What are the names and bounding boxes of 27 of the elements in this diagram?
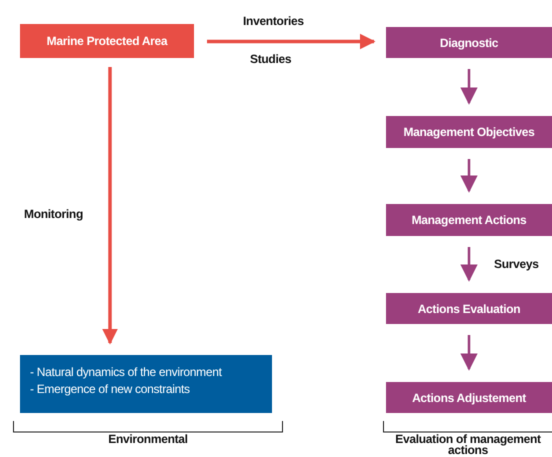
- arrow: [102, 67, 118, 345]
- edge-label: Inventories: [243, 14, 304, 28]
- box-text: Management Objectives: [403, 125, 535, 139]
- process-box: [386, 27, 552, 58]
- process-box: [386, 116, 552, 148]
- edge-label: Monitoring: [24, 207, 83, 221]
- arrow: [460, 335, 478, 371]
- arrow: [460, 247, 478, 282]
- note-text: Studies: [250, 52, 292, 66]
- box-text: Actions Adjustement: [412, 390, 526, 404]
- arrow: [460, 69, 478, 105]
- box-text: Management Actions: [412, 213, 526, 227]
- box-text: Actions Evaluation: [418, 302, 520, 316]
- box-text: Diagnostic: [440, 36, 498, 50]
- process-box: [386, 382, 552, 413]
- arrow: [460, 159, 478, 193]
- process-box: [20, 355, 272, 413]
- box-text: - Natural dynamics of the environment: [30, 364, 222, 381]
- process-box: [20, 24, 194, 58]
- group-caption: Environmental: [107, 432, 189, 445]
- process-box: [386, 293, 552, 324]
- group-caption: Evaluation of management actions: [394, 432, 542, 456]
- process-box: [386, 204, 552, 236]
- box-text: Marine Protected Area: [46, 34, 168, 48]
- edge-label: Surveys: [494, 257, 539, 271]
- arrow: [207, 34, 376, 50]
- box-text: - Emergence of new constraints: [30, 381, 190, 398]
